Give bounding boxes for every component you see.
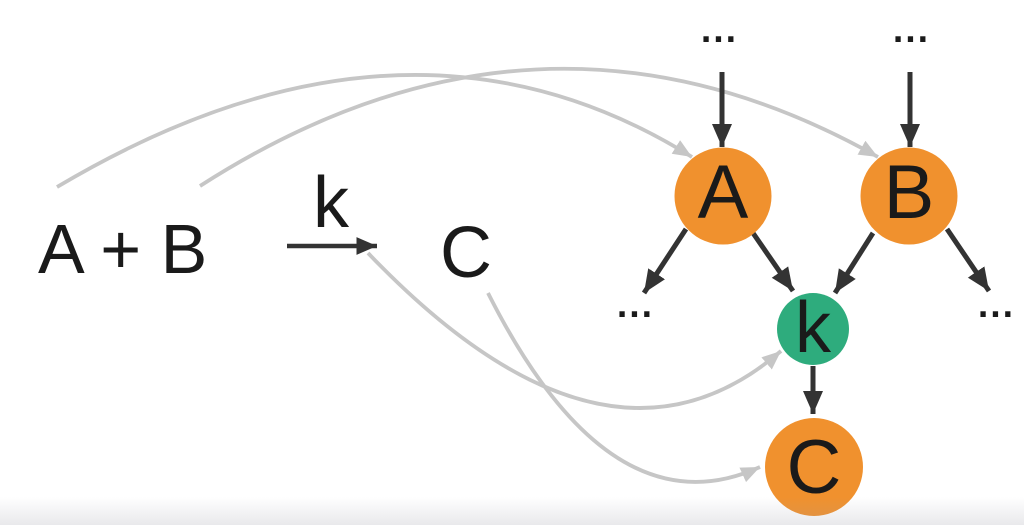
node-k-circle <box>777 293 849 365</box>
mapping-arrow-reactant-b-to-node-b <box>198 66 879 188</box>
equation-rate-constant: k <box>313 163 350 243</box>
ellipsis-below-right: ... <box>977 290 1014 325</box>
node-c-circle <box>765 418 863 516</box>
mapping-arrow-reactant-a-to-node-a <box>56 73 694 189</box>
bottom-fade <box>0 497 1024 525</box>
ellipsis-above-node-a: ... <box>700 15 737 50</box>
ellipsis-above-node-b: ... <box>892 15 929 50</box>
node-c-label: C <box>787 425 842 510</box>
mapping-arrow-product-c-to-node-c <box>486 292 761 484</box>
ellipsis-below-left: ... <box>616 290 653 325</box>
edge-node-b-to-node-k <box>832 231 876 295</box>
node-k-label: k <box>795 288 832 368</box>
equation-reactants: A + B <box>38 210 207 288</box>
node-b-label: B <box>884 150 935 235</box>
node-a-label: A <box>698 150 749 235</box>
edge-node-b-to-ellipsis-right <box>944 227 992 293</box>
node-a-circle <box>674 147 772 245</box>
edge-node-a-to-node-k <box>750 231 796 293</box>
node-b-circle <box>860 147 958 245</box>
equation-product: C <box>440 213 492 293</box>
mapping-arrow-rate-k-to-node-k <box>366 251 783 410</box>
edge-node-a-to-ellipsis-left <box>641 227 689 295</box>
